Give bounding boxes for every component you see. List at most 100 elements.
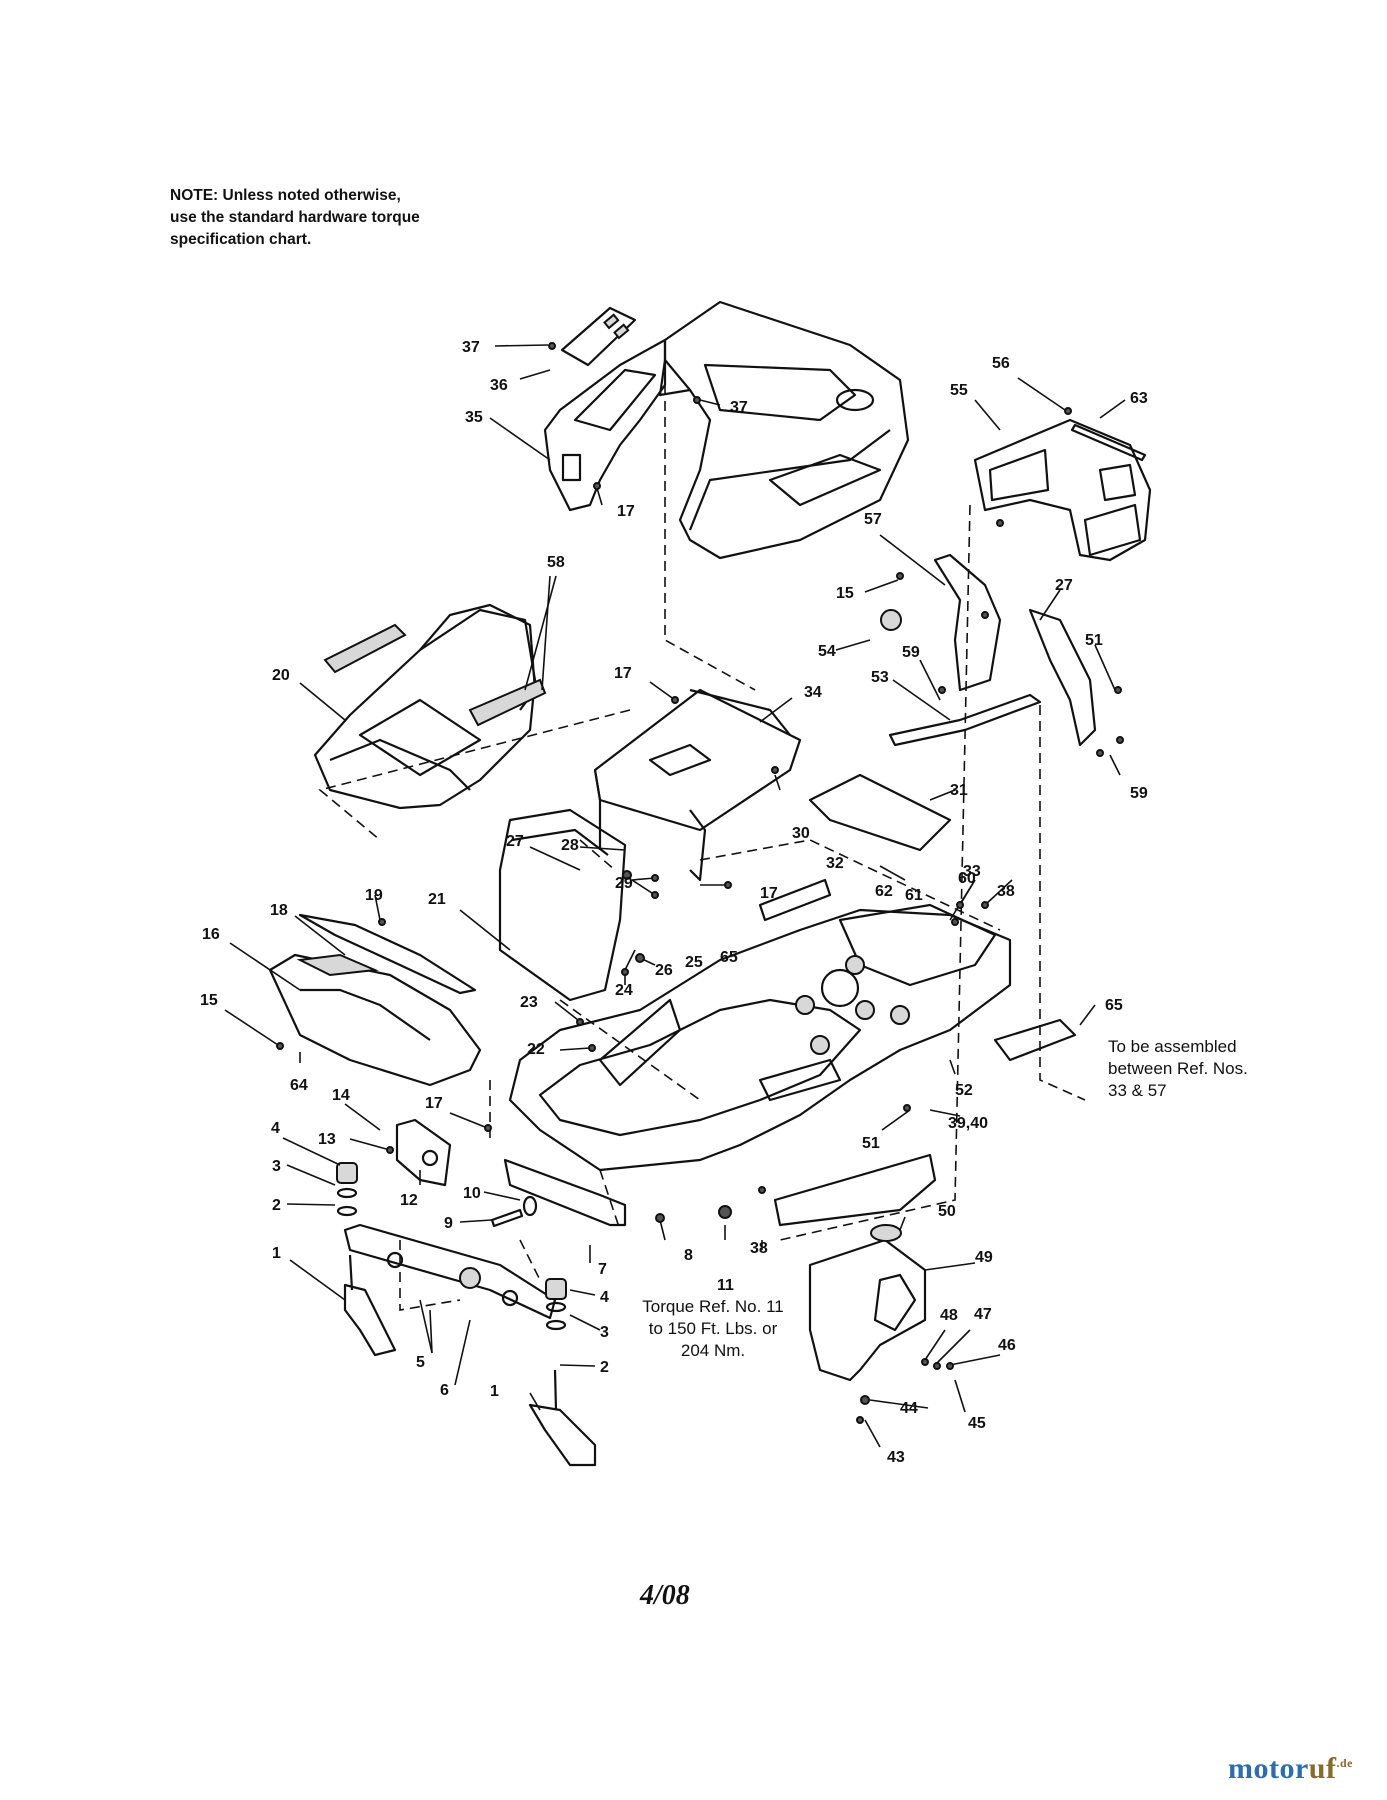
hardware-dots [276,342,1124,1424]
callout: 19 [365,887,383,904]
callout: 12 [400,1192,418,1209]
callout: 36 [490,377,508,394]
callout: 5 [416,1354,425,1371]
callout: 32 [826,855,844,872]
callout: 22 [527,1041,545,1058]
torque-note-line-1: Torque Ref. No. 11 [642,1297,784,1316]
rear-strip [1070,423,1147,462]
callout: 17 [617,503,635,520]
rear-panel [973,418,1152,562]
callout: 10 [463,1185,481,1202]
callout: 1 [490,1383,499,1400]
spindle-1-right [528,1369,597,1467]
callout: 65 [1105,997,1123,1014]
bracket-65-right [993,1018,1077,1062]
callout: 14 [332,1087,350,1104]
callout: 18 [270,902,288,919]
callout: 29 [615,875,633,892]
callout: 45 [968,1415,986,1432]
callout: 20 [272,667,290,684]
callout: 52 [955,1082,973,1099]
callout: 17 [760,885,778,902]
callout: 21 [428,891,446,908]
torque-note-line-2: to 150 Ft. Lbs. or [648,1319,778,1338]
callout: 59 [1130,785,1148,802]
callout: 51 [862,1135,880,1152]
torque-note: Torque Ref. No. 11 to 150 Ft. Lbs. or 20… [628,1296,798,1362]
front-channel [503,1158,627,1227]
bracket-57 [933,553,1097,747]
spindle-1-left [343,1254,397,1357]
callout: 39,40 [948,1115,988,1132]
callout: 23 [520,994,538,1011]
control-plate [560,306,637,367]
callout: 1 [272,1245,281,1262]
fuel-cap [870,1224,902,1242]
washer-10 [522,1195,538,1217]
torque-note-line-3: 204 Nm. [680,1341,746,1360]
callout: 38 [750,1240,768,1257]
callout: 62 [875,883,893,900]
callout: 13 [318,1131,336,1148]
assembly-note-line-1: To be assembled [1108,1037,1237,1056]
note-line-3: specification chart. [170,231,312,248]
callout: 44 [900,1400,918,1417]
left-console [543,338,667,512]
watermark-logo: motoruf.de [1228,1752,1353,1786]
callout: 17 [614,665,632,682]
callout: 57 [864,511,882,528]
callout: 61 [905,887,923,904]
bushing-4-left [336,1162,358,1217]
callout: 27 [1055,577,1073,594]
panel-21 [498,808,627,1002]
callout: 63 [1130,390,1148,407]
callout: 2 [272,1197,281,1214]
bottom-plate [773,1153,937,1227]
callout: 24 [615,982,633,999]
assembly-note-line-3: 33 & 57 [1108,1081,1167,1100]
callout: 25 [685,954,703,971]
callout: 8 [684,1247,693,1264]
bracket-65-left [758,878,832,922]
seat-plate [593,688,802,882]
callout: 17 [425,1095,443,1112]
callout: 55 [950,382,968,399]
assembly-lines [318,385,1086,1311]
knob-54 [880,609,902,631]
callout: 4 [271,1120,280,1137]
callout: 37 [730,399,748,416]
callout: 65 [720,949,738,966]
foot-pan [268,953,482,1087]
callout: 2 [600,1359,609,1376]
callout: 4 [600,1289,609,1306]
shield-19 [298,913,477,995]
callout: 28 [561,837,579,854]
fuel-tank [808,1224,927,1382]
callout: 9 [444,1215,453,1232]
callout: 43 [887,1449,905,1466]
callout: 15 [200,992,218,1009]
note-line-1: NOTE: Unless noted otherwise, [170,187,401,204]
callout: 34 [804,684,822,701]
callout: 53 [871,669,889,686]
callout: 51 [1085,632,1103,649]
note-line-2: use the standard hardware torque [170,209,420,226]
seat [313,603,547,810]
callout: 30 [792,825,810,842]
callout: 59 [902,644,920,661]
callout: 58 [547,554,565,571]
callout: 7 [598,1261,607,1278]
assembly-note: To be assembled between Ref. Nos. 33 & 5… [1108,1036,1248,1102]
cover-plate [808,773,952,852]
callout: 47 [974,1306,992,1323]
callout: 56 [992,355,1010,372]
callout: 26 [655,962,673,979]
assembly-note-line-2: between Ref. Nos. [1108,1059,1248,1078]
callout: 37 [462,339,480,356]
callout: 49 [975,1249,993,1266]
bushing-4-right [545,1278,567,1331]
callout: 6 [440,1382,449,1399]
callout: 3 [272,1158,281,1175]
callout: 11 [717,1277,734,1294]
